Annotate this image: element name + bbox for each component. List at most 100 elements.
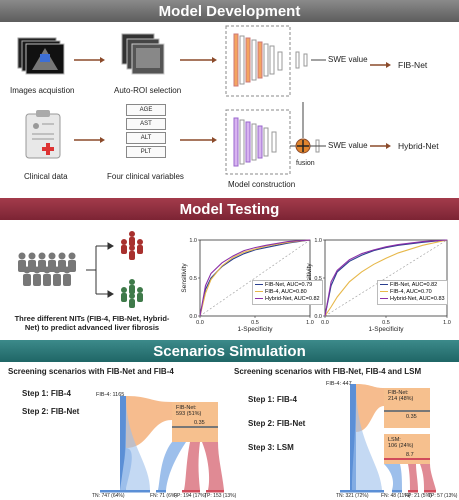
section-title: Model Testing (179, 200, 280, 218)
y-tick-label: 1.0 (314, 238, 322, 244)
bottom-value: 71 (6%) (159, 493, 177, 499)
section-title: Scenarios Simulation (153, 342, 306, 360)
left-scenario-title: Screening scenarios with FIB-Net and FIB… (8, 367, 174, 376)
sankey-node (424, 490, 436, 493)
bottom-label: FP: 21 (5%) (405, 493, 432, 499)
left-step-1: Step 1: FIB-4 (22, 389, 71, 398)
images-acquisition-label: Images acquistion (10, 86, 75, 95)
threshold-line (384, 410, 430, 412)
bottom-value: 21 (5%) (414, 493, 432, 499)
clipboard-icon (25, 110, 61, 159)
bottom-label: TP: 57 (13%) (428, 493, 457, 499)
right-scenario-title: Screening scenarios with FIB-Net, FIB-4 … (234, 367, 422, 376)
roc-curve-1 (324, 239, 448, 317)
simulation-graphics (100, 384, 436, 493)
four-variables-label: Four clinical variables (107, 172, 184, 181)
auto-roi-label: Auto-ROI selection (114, 86, 182, 95)
sankey-node (384, 388, 430, 428)
variable-box-ast: AST (126, 118, 166, 130)
roc-legend-2: FIB-Net, AUC=0.82 FIB-4, AUC=0.70 Hybrid… (377, 280, 448, 305)
right-threshold: 0.35 (406, 414, 417, 420)
branch-arrows-icon (86, 242, 114, 298)
x-tick-label: 1.0 (306, 320, 314, 326)
arrow-icon (74, 137, 105, 143)
legend-label: Hybrid-Net, AUC=0.82 (265, 296, 320, 302)
sankey-node (340, 490, 384, 493)
right-fibnet-box: FIB-Net: 214 (48%) (388, 390, 414, 402)
model-construction-label: Model construction (228, 180, 296, 189)
crowd-icon (18, 252, 76, 286)
section-banner-testing: Model Testing (0, 198, 459, 220)
variable-box-alt: ALT (126, 132, 166, 144)
legend-entry: FIB-Net, AUC=0.79 (255, 282, 320, 289)
legend-entry: FIB-4, AUC=0.80 (255, 289, 320, 296)
cnn-model-icon (225, 25, 308, 97)
bottom-name: TP: (204, 493, 212, 499)
right-step-3: Step 3: LSM (248, 443, 294, 452)
bottom-name: TP: (428, 493, 436, 499)
legend-entry: FIB-Net, AUC=0.82 (380, 282, 445, 289)
legend-swatch (380, 297, 388, 300)
bottom-label: FP: 194 (17%) (174, 493, 206, 499)
right-lsm-threshold: 8.7 (406, 452, 414, 458)
fusion-label: fusion (296, 160, 315, 167)
legend-entry: FIB-4, AUC=0.70 (380, 289, 445, 296)
roc-curve-0 (324, 239, 448, 317)
legend-entry: Hybrid-Net, AUC=0.83 (380, 296, 445, 303)
threshold-line (384, 458, 430, 460)
sankey-flow (202, 442, 224, 490)
sankey-flow (184, 442, 200, 490)
bottom-name: TN: (336, 493, 345, 499)
left-fibnet-box: FIB-Net: 593 (51%) (176, 405, 202, 417)
bottom-name: TN: (92, 493, 101, 499)
right-top-label: FIB-4: 447 (326, 381, 352, 387)
sankey-flow (356, 384, 384, 432)
section-banner-simulation: Scenarios Simulation (0, 340, 459, 362)
roi-images-icon (121, 33, 165, 75)
swe-value-label: SWE value (328, 141, 368, 150)
x-axis-label: 1-Specificity (368, 326, 404, 333)
sankey-flow (124, 396, 150, 490)
sankey-node (182, 490, 200, 493)
hybrid-net-label: Hybrid-Net (398, 141, 439, 151)
arrow-icon (370, 62, 391, 68)
arrow-icon (370, 143, 391, 149)
roc-legend-1: FIB-Net, AUC=0.79 FIB-4, AUC=0.80 Hybrid… (252, 280, 323, 305)
legend-label: FIB-4, AUC=0.80 (265, 289, 307, 295)
x-tick-label: 0.0 (321, 320, 329, 326)
cnn-model-icon (225, 109, 291, 175)
right-step-1: Step 1: FIB-4 (248, 395, 297, 404)
scenarios-simulation-panel: Screening scenarios with FIB-Net and FIB… (0, 362, 459, 500)
right-lsm-box: LSM: 106 (24%) (388, 437, 414, 449)
y-tick-label: 1.0 (189, 238, 197, 244)
variable-box-plt: PLT (126, 146, 166, 158)
sankey-left (100, 396, 224, 493)
positive-group-icon (121, 231, 143, 260)
sankey-node (392, 490, 402, 493)
sankey-flow (158, 442, 186, 490)
y-tick-label: 0.0 (189, 314, 197, 320)
roc-curve-0 (199, 239, 311, 317)
sankey-node (206, 490, 224, 493)
nits-description: Three different NITs (FIB-4, FIB-Net, Hy… (14, 314, 170, 332)
bottom-value: 194 (17%) (183, 493, 207, 499)
x-tick-label: 1.0 (443, 320, 451, 326)
legend-label: Hybrid-Net, AUC=0.83 (390, 296, 445, 302)
sankey-flow (420, 464, 436, 490)
roc-curve-1 (199, 239, 311, 317)
fib-net-label: FIB-Net (398, 60, 428, 70)
y-tick-label: 0.5 (314, 276, 322, 282)
bottom-label: FN: 48 (11%) (381, 493, 410, 499)
bottom-value: 321 (72%) (345, 493, 369, 499)
bottom-name: FN: (150, 493, 159, 499)
sankey-flow (384, 464, 402, 490)
bottom-name: FP: (405, 493, 413, 499)
clinical-data-label: Clinical data (24, 172, 68, 181)
bottom-value: 57 (13%) (437, 493, 458, 499)
variable-box-age: AGE (126, 104, 166, 116)
negative-group-icon (121, 279, 143, 308)
legend-label: FIB-4, AUC=0.70 (390, 289, 432, 295)
right-step-2: Step 2: FIB-Net (248, 419, 306, 428)
fusion-icon (290, 102, 326, 154)
bottom-value: 747 (64%) (101, 493, 125, 499)
